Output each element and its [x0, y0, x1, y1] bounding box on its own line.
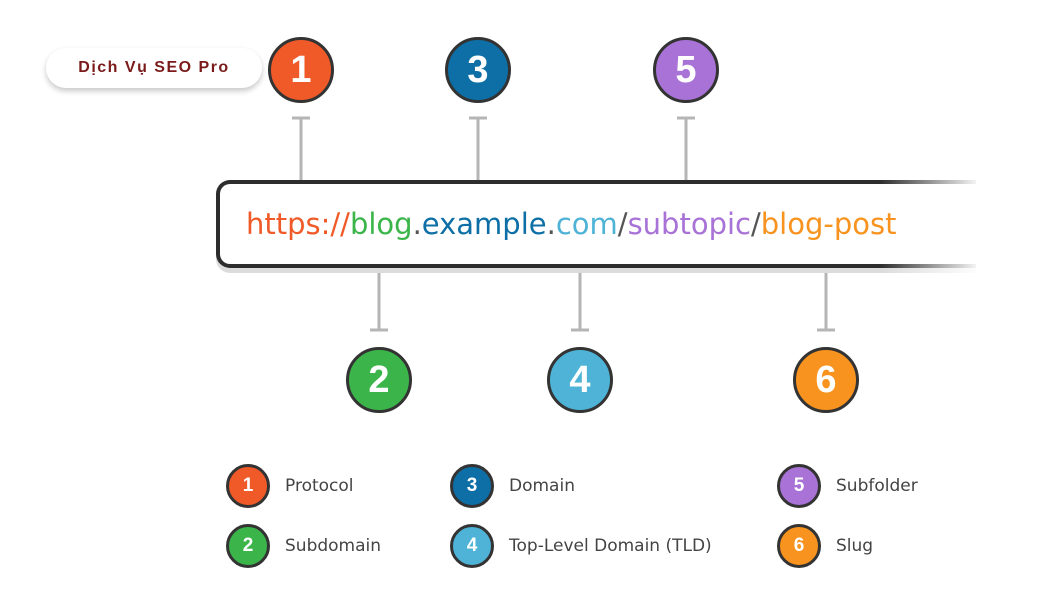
legend-label-subfolder: Subfolder	[836, 476, 918, 496]
url-box	[216, 180, 976, 268]
url-tld: com	[555, 207, 618, 241]
marker-1: 1	[268, 37, 334, 103]
marker-4: 4	[547, 347, 613, 413]
brand-badge: Dịch Vụ SEO Pro	[46, 48, 262, 88]
url-slash: /	[750, 207, 761, 241]
marker-number: 1	[290, 48, 312, 91]
url-domain: example	[421, 207, 547, 241]
legend-label-protocol: Protocol	[285, 476, 354, 496]
legend-label-domain: Domain	[509, 476, 575, 496]
legend-number: 5	[793, 475, 805, 496]
legend-marker-2: 2	[226, 524, 270, 568]
legend-marker-5: 5	[777, 464, 821, 508]
marker-number: 2	[368, 358, 390, 401]
url-subfolder: subtopic	[627, 207, 751, 241]
marker-3: 3	[445, 37, 511, 103]
legend-label-slug: Slug	[836, 536, 874, 556]
legend-number: 2	[242, 535, 254, 556]
url-protocol: https://	[246, 207, 350, 241]
url-dot: .	[412, 207, 422, 241]
legend-marker-6: 6	[777, 524, 821, 568]
url-dot: .	[546, 207, 556, 241]
legend-label-subdomain: Subdomain	[285, 536, 382, 556]
url-box-fade	[880, 170, 1000, 280]
legend-marker-4: 4	[450, 524, 494, 568]
url-subdomain: blog	[349, 207, 413, 241]
marker-6: 6	[793, 347, 859, 413]
marker-5: 5	[653, 37, 719, 103]
marker-number: 5	[675, 48, 697, 91]
legend-number: 3	[466, 475, 478, 496]
legend-number: 6	[793, 535, 805, 556]
legend-marker-1: 1	[226, 464, 270, 508]
legend-marker-3: 3	[450, 464, 494, 508]
url-text: https://blog.example.com/subtopic/blog-p…	[246, 204, 896, 244]
marker-number: 4	[569, 358, 591, 401]
url-slug: blog-post	[760, 207, 897, 241]
marker-number: 6	[815, 358, 837, 401]
marker-number: 3	[467, 48, 489, 91]
legend-number: 4	[466, 535, 478, 556]
brand-label: Dịch Vụ SEO Pro	[78, 59, 230, 76]
marker-2: 2	[346, 347, 412, 413]
url-slash: /	[617, 207, 628, 241]
legend-number: 1	[242, 475, 254, 496]
legend-label-tld: Top-Level Domain (TLD)	[509, 536, 712, 556]
